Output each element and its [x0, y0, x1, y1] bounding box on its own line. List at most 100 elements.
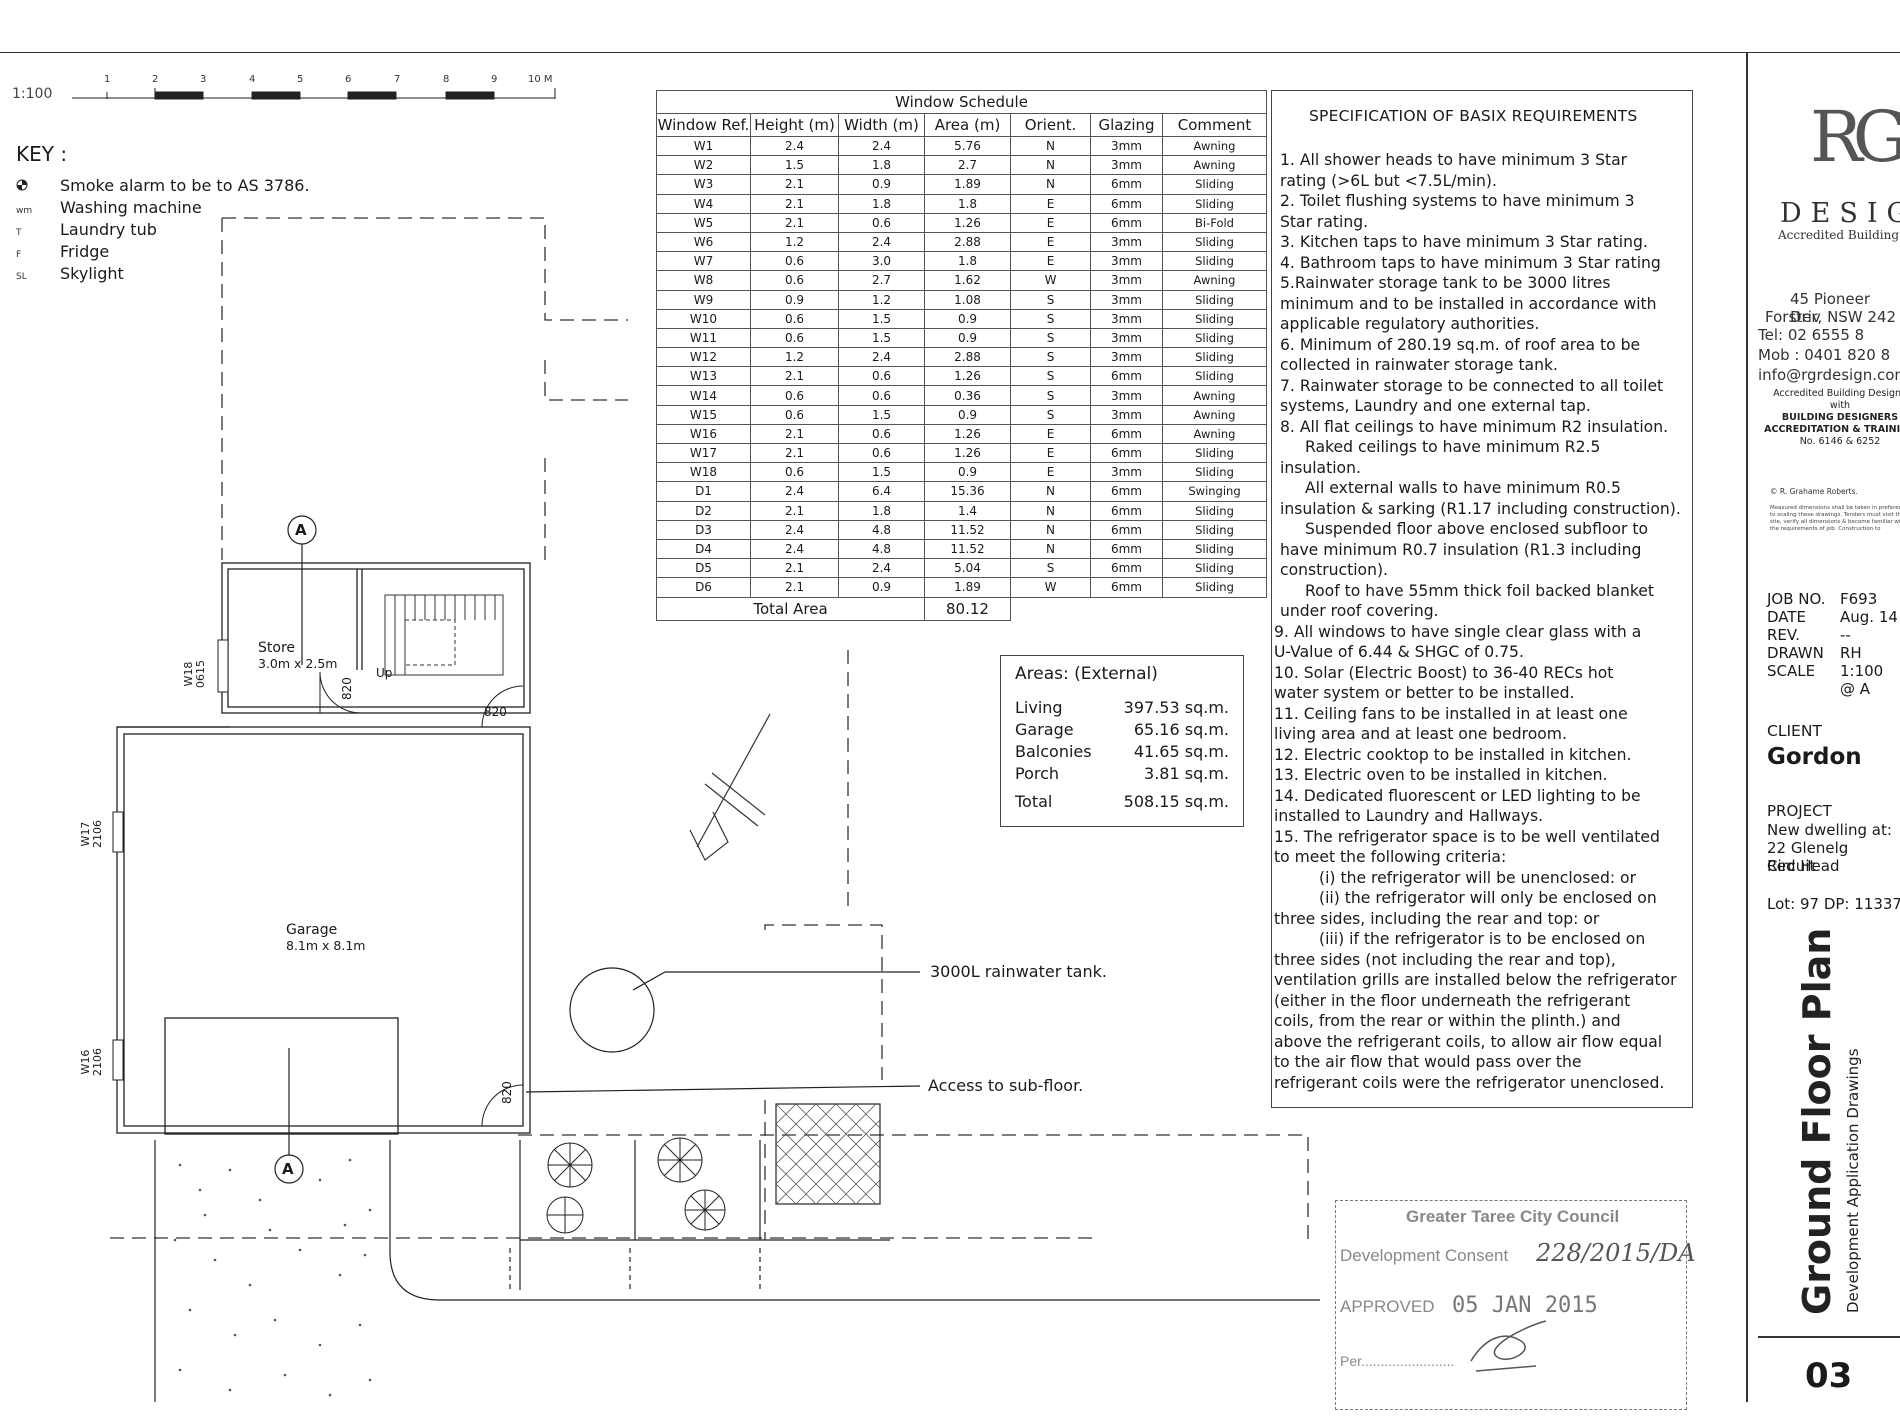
schedule-cell: 6mm — [1090, 481, 1163, 502]
schedule-cell: 1.08 — [924, 289, 1011, 310]
schedule-cell: W9 — [656, 289, 751, 310]
schedule-cell: Sliding — [1162, 289, 1267, 310]
schedule-cell: E — [1010, 442, 1091, 464]
schedule-cell: 0.6 — [838, 423, 925, 445]
schedule-cell: 2.1 — [750, 423, 839, 445]
garage-walls — [116, 726, 531, 1135]
schedule-cell: 4.8 — [838, 538, 925, 560]
schedule-cell: Sliding — [1162, 174, 1267, 195]
schedule-cell: 1.4 — [924, 500, 1011, 521]
schedule-cell: 0.36 — [924, 385, 1011, 406]
schedule-cell: 6mm — [1090, 423, 1163, 445]
section-marker-label: A — [295, 521, 307, 539]
schedule-cell: 1.5 — [838, 404, 925, 425]
basix-spec-line: 4. Bathroom taps to have minimum 3 Star … — [1280, 253, 1661, 272]
rainwater-tank-callout: 3000L rainwater tank. — [930, 962, 1107, 981]
key-item-symbol: wm — [16, 206, 33, 216]
basix-spec-line: 7. Rainwater storage to be connected to … — [1280, 376, 1664, 395]
basix-spec-line: coils, from the rear or within the plint… — [1274, 1012, 1621, 1030]
dimension-note: Measured dimensions shall be taken in pr… — [1770, 505, 1900, 532]
window-size: 0615 — [194, 660, 207, 688]
basix-spec-line: (i) the refrigerator will be unenclosed:… — [1319, 868, 1637, 887]
window-schedule-header-row: Window Ref.Height (m)Width (m)Area (m)Or… — [656, 113, 1267, 137]
schedule-cell: 0.9 — [924, 462, 1011, 483]
area-value: 41.65 sq.m. — [1133, 742, 1229, 761]
driveway-speckle — [173, 1158, 372, 1397]
schedule-cell: 0.6 — [750, 308, 839, 329]
window-schedule-total-row: Total Area 80.12 — [656, 596, 1267, 621]
window-size: 2106 — [91, 1048, 104, 1076]
area-name: Porch — [1015, 764, 1060, 783]
schedule-cell: 0.6 — [750, 404, 839, 425]
schedule-cell: 2.1 — [750, 366, 839, 387]
key-item-symbol: F — [16, 250, 22, 260]
schedule-column-header: Area (m) — [924, 113, 1011, 137]
sheet-subtitle: Development Application Drawings — [1844, 1048, 1862, 1313]
basix-spec-line: 11. Ceiling fans to be installed in at l… — [1274, 704, 1628, 723]
basix-spec-line: ventilation grills are installed below t… — [1274, 971, 1677, 989]
schedule-cell: Sliding — [1162, 538, 1267, 560]
stamp-approved-label: APPROVED — [1340, 1297, 1435, 1316]
basix-spec-line: insulation & sarking (R1.17 including co… — [1280, 499, 1681, 518]
key-item-label: Fridge — [60, 242, 110, 261]
key-item: wm Washing machine — [16, 198, 202, 217]
basix-spec-line: refrigerant coils were the refrigerator … — [1274, 1073, 1665, 1092]
key-item-label: Washing machine — [60, 198, 202, 217]
scale-tick-label: 2 — [152, 74, 159, 85]
schedule-cell: Sliding — [1162, 558, 1267, 579]
area-total-value: 508.15 sq.m. — [1123, 792, 1229, 811]
schedule-cell: 2.1 — [750, 577, 839, 598]
schedule-cell: W12 — [656, 347, 751, 368]
schedule-cell: W8 — [656, 270, 751, 291]
accreditation-line: ACCREDITATION & TRAINING — [1764, 424, 1900, 435]
schedule-cell: 0.6 — [838, 366, 925, 387]
basix-spec-line: All external walls to have minimum R0.5 — [1305, 479, 1621, 497]
key-item-label: Smoke alarm to be to AS 3786. — [60, 176, 310, 195]
schedule-cell: 1.5 — [838, 308, 925, 329]
date-label: DATE — [1767, 608, 1807, 626]
scale-tick-label: 1 — [104, 74, 111, 85]
schedule-cell: N — [1010, 519, 1091, 540]
job-no-label: JOB NO. — [1767, 590, 1826, 608]
schedule-column-header: Glazing — [1090, 113, 1163, 137]
schedule-cell: D5 — [656, 558, 751, 579]
client-name: Gordon — [1767, 744, 1862, 770]
schedule-cell: 2.4 — [750, 538, 839, 560]
schedule-cell: W6 — [656, 231, 751, 253]
schedule-cell: Sliding — [1162, 347, 1267, 368]
key-item-symbol: T — [16, 228, 22, 238]
schedule-cell: 1.26 — [924, 212, 1011, 233]
schedule-cell: E — [1010, 462, 1091, 483]
schedule-cell: D1 — [656, 481, 751, 502]
title-block-divider — [1746, 52, 1748, 1402]
door-width-label: 820 — [500, 1081, 514, 1104]
window-schedule-title: Window Schedule — [656, 90, 1267, 114]
schedule-cell: N — [1010, 174, 1091, 195]
area-value: 65.16 sq.m. — [1133, 720, 1229, 739]
schedule-cell: E — [1010, 251, 1091, 272]
schedule-cell: D3 — [656, 519, 751, 540]
subfloor-access-callout: Access to sub-floor. — [928, 1076, 1084, 1095]
project-line: Red Head — [1767, 857, 1840, 875]
schedule-cell: 0.9 — [838, 577, 925, 598]
key-item-symbol: SL — [16, 272, 27, 282]
schedule-cell: 1.26 — [924, 423, 1011, 445]
company-email: info@rgrdesign.com — [1758, 366, 1900, 384]
schedule-cell: 0.6 — [750, 462, 839, 483]
schedule-cell: 5.04 — [924, 558, 1011, 579]
schedule-cell: 3mm — [1090, 308, 1163, 329]
basix-spec-line: installed to Laundry and Hallways. — [1274, 807, 1544, 825]
schedule-cell: 6mm — [1090, 519, 1163, 540]
schedule-cell: Sliding — [1162, 462, 1267, 483]
schedule-cell: 2.1 — [750, 500, 839, 521]
schedule-cell: D2 — [656, 500, 751, 521]
basix-spec-line: under roof covering. — [1280, 602, 1439, 620]
basix-spec-line: have minimum R0.7 insulation (R1.3 inclu… — [1280, 540, 1642, 559]
schedule-cell: Sliding — [1162, 366, 1267, 387]
